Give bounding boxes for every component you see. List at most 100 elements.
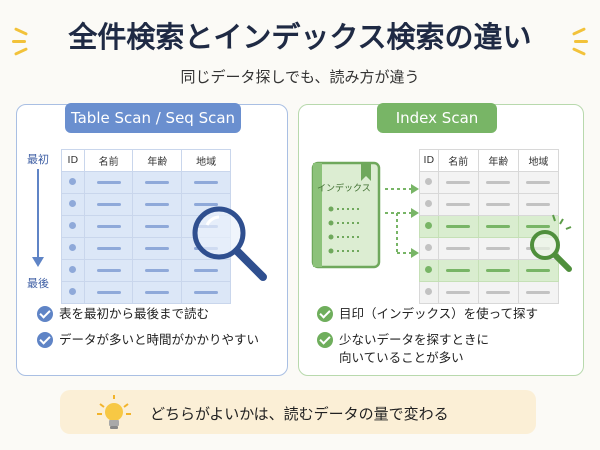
placeholder-bar	[194, 180, 219, 184]
placeholder-bar	[486, 246, 511, 250]
row-dot	[69, 266, 77, 273]
placeholder-bar	[526, 268, 551, 272]
placeholder-bar	[96, 290, 121, 294]
placeholder-bar	[446, 224, 471, 228]
placeholder-bar	[194, 290, 219, 294]
check-icon	[37, 332, 53, 348]
placeholder-bar	[145, 202, 170, 206]
table-cell	[61, 215, 85, 238]
table-cell	[517, 281, 560, 304]
table-cell	[83, 281, 134, 304]
book-icon	[311, 161, 381, 269]
table-cell	[181, 171, 231, 194]
column-header: ID	[419, 149, 439, 172]
column-header: ID	[61, 149, 85, 172]
column-header: 年齢	[132, 149, 183, 172]
table-cell	[61, 171, 85, 194]
placeholder-bar	[446, 180, 471, 184]
table-cell	[517, 193, 560, 216]
table-cell	[132, 193, 183, 216]
table-cell	[132, 171, 183, 194]
table-cell	[83, 237, 134, 260]
check-icon	[37, 306, 53, 322]
column-header: 年齢	[477, 149, 519, 172]
placeholder-bar	[526, 202, 551, 206]
column-header: 名前	[83, 149, 134, 172]
page-title: 全件検索とインデックス検索の違い	[68, 20, 532, 54]
placeholder-bar	[446, 268, 471, 272]
table-cell	[419, 171, 439, 194]
row-dot	[69, 244, 77, 251]
table-cell	[437, 193, 479, 216]
dotted-arrows	[385, 184, 419, 258]
page-subtitle: 同じデータ探しでも、読み方が違う	[180, 68, 420, 86]
table-cell	[437, 215, 479, 238]
row-dot	[425, 200, 433, 207]
column-header: 地域	[181, 149, 231, 172]
summary-note: どちらがよいかは、読むデータの量で変わる	[60, 390, 536, 434]
table-cell	[61, 237, 85, 260]
lightbulb-icon	[97, 395, 131, 429]
placeholder-bar	[446, 246, 471, 250]
axis-bottom-label: 最後	[27, 277, 49, 290]
row-dot	[69, 288, 77, 295]
table-cell	[83, 259, 134, 282]
placeholder-bar	[486, 202, 511, 206]
left-point-1: 表を最初から最後まで読む	[37, 305, 209, 323]
table-cell	[477, 259, 519, 282]
placeholder-bar	[446, 290, 471, 294]
column-header: 名前	[437, 149, 479, 172]
table-cell	[437, 237, 479, 260]
placeholder-bar	[145, 180, 170, 184]
table-cell	[477, 237, 519, 260]
placeholder-bar	[446, 202, 471, 206]
summary-text: どちらがよいかは、読むデータの量で変わる	[150, 405, 449, 423]
sparkle-icon	[12, 40, 26, 43]
table-cell	[61, 193, 85, 216]
table-cell	[181, 281, 231, 304]
placeholder-bar	[526, 224, 551, 228]
row-dot	[425, 266, 433, 273]
placeholder-bar	[486, 180, 511, 184]
book-label: インデックス	[317, 184, 371, 194]
table-cell	[132, 237, 183, 260]
axis-top-label: 最初	[27, 153, 49, 166]
table-cell	[477, 193, 519, 216]
placeholder-bar	[486, 290, 511, 294]
index-scan-label: Index Scan	[377, 103, 497, 133]
table-cell	[132, 259, 183, 282]
placeholder-bar	[194, 202, 219, 206]
left-point-2: データが多いと時間がかかりやすい	[37, 331, 259, 349]
column-header: 地域	[517, 149, 560, 172]
magnifier-icon	[192, 206, 267, 281]
sparkle-icon	[574, 40, 588, 43]
right-point-1: 目印（インデックス）を使って探す	[317, 305, 538, 323]
row-dot	[69, 200, 77, 207]
placeholder-bar	[145, 246, 170, 250]
row-dot	[425, 222, 433, 229]
placeholder-bar	[96, 268, 121, 272]
row-dot	[425, 178, 433, 185]
table-cell	[437, 259, 479, 282]
table-cell	[477, 171, 519, 194]
placeholder-bar	[486, 224, 511, 228]
table-cell	[83, 193, 134, 216]
table-cell	[419, 215, 439, 238]
placeholder-bar	[96, 246, 121, 250]
table-cell	[132, 215, 183, 238]
table-row	[419, 171, 560, 194]
table-cell	[83, 215, 134, 238]
table-cell	[419, 237, 439, 260]
table-row	[61, 281, 231, 304]
right-point-2: 少ないデータを探すときに 向いていることが多い	[317, 331, 489, 367]
table-cell	[477, 215, 519, 238]
table-row	[61, 171, 231, 194]
placeholder-bar	[145, 290, 170, 294]
placeholder-bar	[526, 180, 551, 184]
table-cell	[477, 281, 519, 304]
